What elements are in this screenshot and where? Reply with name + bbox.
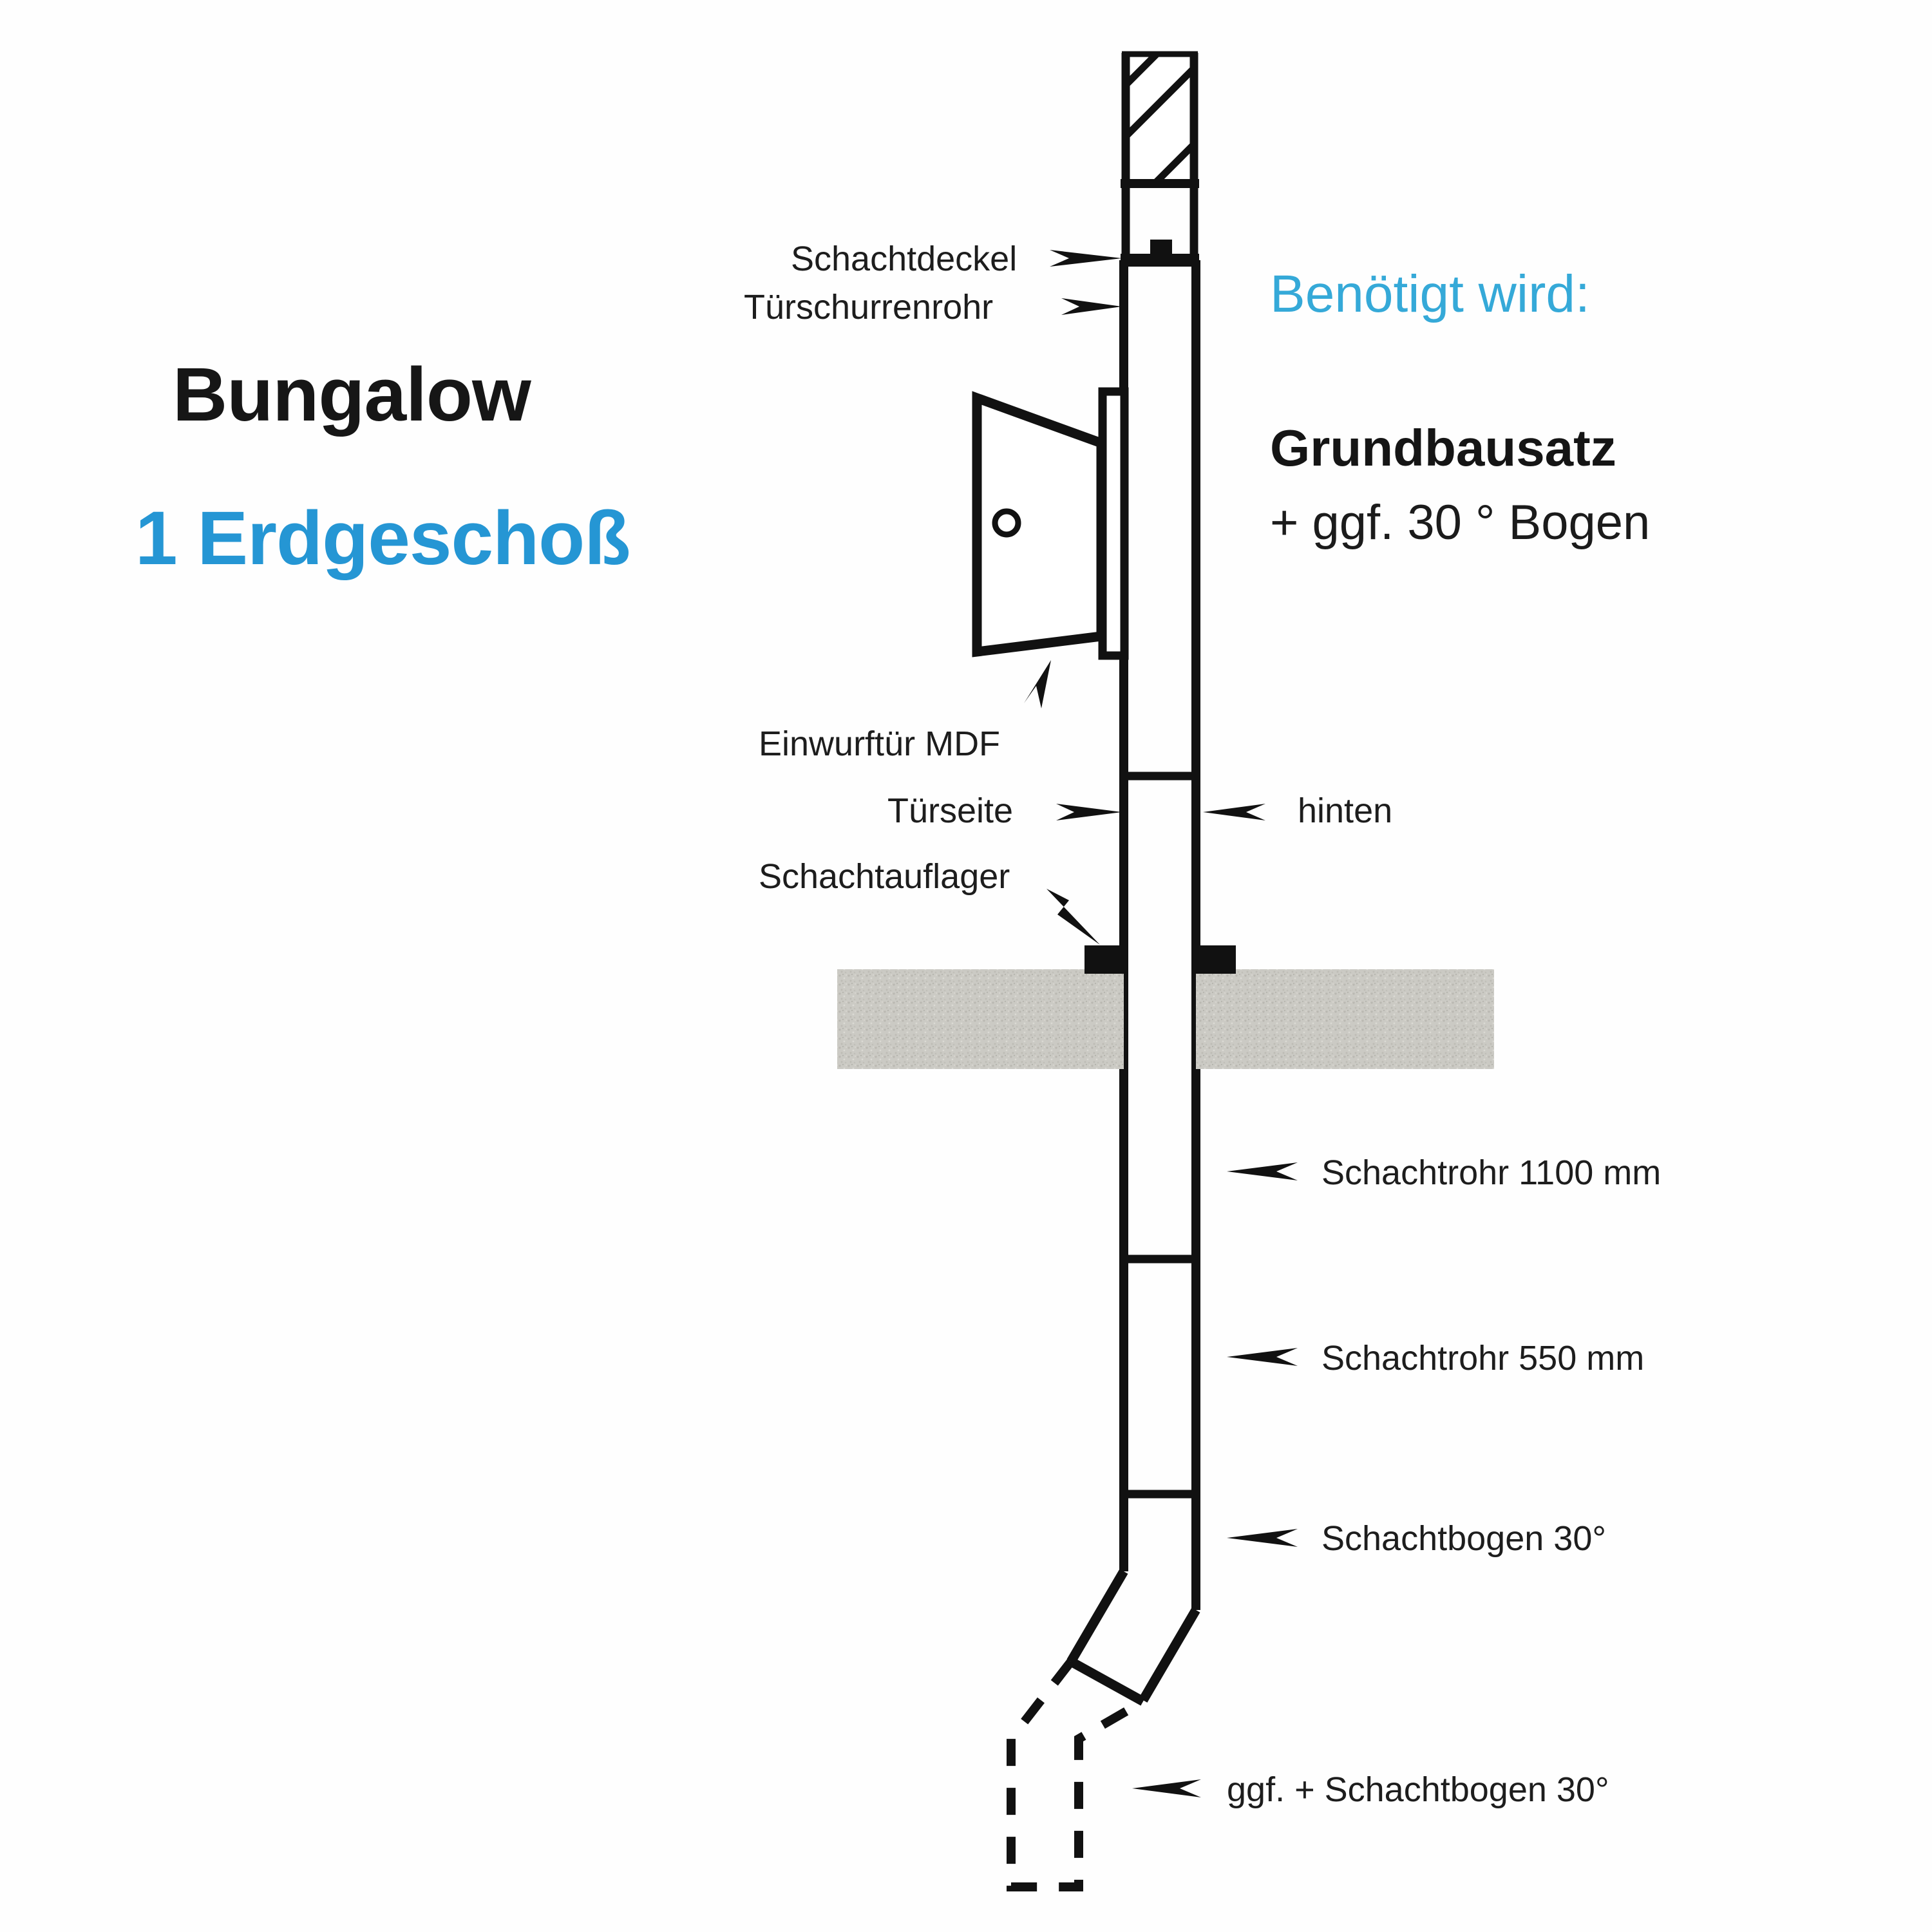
label-pipe-1100: Schachtrohr 1100 mm [1321,1153,1662,1192]
arrow-shaft-support [1046,889,1100,945]
arrow-door-side [1056,804,1122,820]
arrow-shaft-cover [1050,250,1122,267]
page-title-line1: Bungalow [173,352,531,437]
shaft-support-left [1084,945,1127,974]
label-bend-30-optional: ggf. + Schachtbogen 30° [1227,1770,1609,1809]
label-back-side: hinten [1298,791,1393,830]
needed-kit-label: Grundbausatz [1270,419,1616,477]
shaft-support-brackets [1084,945,1236,974]
shaft-pipe-vertical [1119,260,1200,1610]
leader-arrows [1024,250,1298,1797]
arrow-back-side [1203,804,1265,820]
label-door-mdf: Einwurftür MDF [759,724,1001,763]
door-funnel-assembly [972,387,1129,660]
door-handle-hole [992,508,1021,538]
label-pipe-550: Schachtrohr 550 mm [1321,1339,1645,1378]
arrow-bend-30 [1227,1529,1298,1547]
arrow-door-mdf [1024,660,1051,708]
arrow-chute-pipe [1061,298,1122,315]
label-chute-pipe: Türschurrenrohr [744,288,994,327]
door-throat [1098,387,1129,660]
arrow-bend-30-optional [1132,1779,1201,1797]
shaft-support-right [1193,945,1236,974]
label-shaft-cover: Schachtdeckel [791,240,1018,278]
page-title-line2: 1 Erdgeschoß [135,496,630,581]
arrow-pipe-550 [1227,1348,1298,1366]
shaft-bend-30 [1066,1569,1200,1706]
label-shaft-support: Schachtauflager [759,857,1010,896]
hatch-lines [1126,53,1194,182]
ceiling-hatched-section [1121,51,1199,188]
needed-heading: Benötigt wird: [1270,265,1590,323]
label-bend-30: Schachtbogen 30° [1321,1519,1606,1558]
concrete-floor-slab [837,969,1494,1069]
needed-optional-label: + ggf. 30 ° Bogen [1270,495,1651,550]
arrow-pipe-1100 [1227,1162,1298,1180]
shaft-cover [1121,240,1199,267]
shaft-upper-segment [1121,184,1198,260]
pipe-joints [1124,772,1196,1499]
label-door-side: Türseite [887,791,1014,830]
